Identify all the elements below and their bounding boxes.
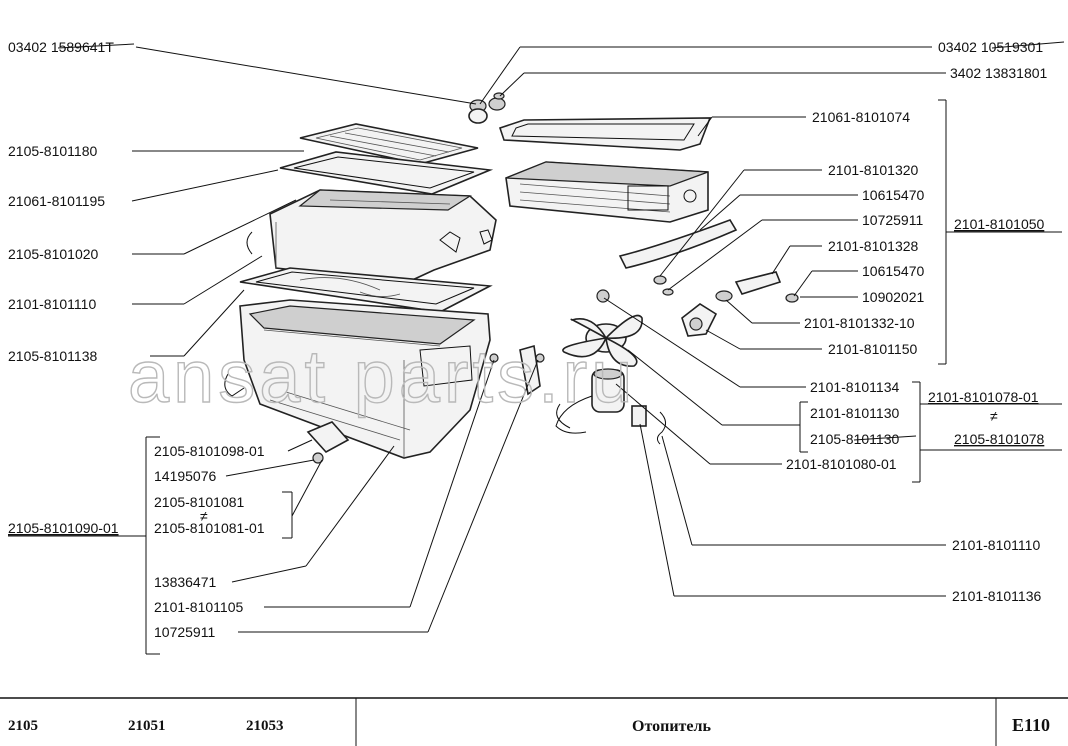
middle-frame (239, 267, 493, 313)
watermark: ansat parts.ru (128, 335, 636, 418)
label-2101-8101332-10: 2101-8101332-10 (804, 315, 915, 331)
label-2101-8101078-01: 2101-8101078-01 (928, 389, 1039, 405)
bracket (519, 344, 545, 396)
label-10725911-bottom: 10725911 (154, 624, 215, 640)
footer-bar: 2105 21051 21053 Отопитель E110 (0, 697, 1068, 746)
plug-parts (468, 92, 506, 124)
label-14195076: 14195076 (154, 468, 217, 484)
label-21061-8101195: 21061-8101195 (8, 193, 105, 209)
leader-lines (8, 46, 1062, 655)
label-2105-8101098-01: 2105-8101098-01 (154, 443, 265, 459)
upper-cover (299, 123, 479, 165)
footer-model-21053: 21053 (246, 718, 284, 734)
label-2101-8101320: 2101-8101320 (828, 162, 919, 178)
label-2101-8101328: 2101-8101328 (828, 238, 919, 254)
footer-code: E110 (1012, 715, 1050, 735)
label-10725911-right: 10725911 (862, 212, 923, 228)
label-10615470-a: 10615470 (862, 187, 925, 203)
label-2101-8101080-01: 2101-8101080-01 (786, 456, 897, 472)
part-labels: 03402 1589641T 2105-8101180 21061-810119… (8, 39, 1065, 640)
label-2101-8101110-right: 2101-8101110 (952, 537, 1040, 553)
label-2101-8101050: 2101-8101050 (954, 216, 1045, 232)
neq-symbol-right: ≠ (990, 408, 998, 424)
fan-motor (555, 368, 625, 434)
label-2105-8101081-01: 2105-8101081-01 (154, 520, 265, 536)
label-2105-8101020: 2105-8101020 (8, 246, 99, 262)
label-03402-1589641: 03402 1589641T (8, 39, 114, 55)
label-2105-8101081: 2105-8101081 (154, 494, 245, 510)
parts-drawing (224, 92, 799, 464)
upper-housing (246, 189, 497, 283)
label-03402-10519301: 03402 10519301 (938, 39, 1043, 55)
resistor (631, 405, 666, 445)
label-10615470-b: 10615470 (862, 263, 925, 279)
label-10902021: 10902021 (862, 289, 925, 305)
label-2101-8101150: 2101-8101150 (828, 341, 917, 357)
footer-title: Отопитель (632, 718, 711, 735)
label-2101-8101130: 2101-8101130 (810, 405, 899, 421)
label-2101-8101105: 2101-8101105 (154, 599, 243, 615)
footer-model-21051: 21051 (128, 718, 166, 734)
valve-parts (306, 353, 499, 464)
label-2101-8101136: 2101-8101136 (952, 588, 1041, 604)
label-2105-8101138: 2105-8101138 (8, 348, 97, 364)
lower-housing (224, 299, 491, 459)
heater-tap (681, 303, 718, 337)
gasket (279, 151, 494, 195)
label-21061-8101074: 21061-8101074 (812, 109, 910, 125)
radiator-frame (498, 117, 712, 151)
pipes (618, 219, 799, 303)
label-3402-13831801: 3402 13831801 (950, 65, 1048, 81)
heater-radiator (505, 161, 709, 223)
label-2105-8101180: 2105-8101180 (8, 143, 97, 159)
fan-impeller (562, 289, 643, 367)
label-2105-8101078: 2105-8101078 (954, 431, 1045, 447)
label-2101-8101110-left: 2101-8101110 (8, 296, 96, 312)
label-13836471: 13836471 (154, 574, 217, 590)
footer-model-2105: 2105 (8, 718, 38, 734)
label-2101-8101134: 2101-8101134 (810, 379, 899, 395)
label-2105-8101090-01: 2105-8101090-01 (8, 520, 119, 536)
neq-symbol-left: ≠ (200, 508, 208, 524)
label-2105-8101130: 2105-8101130 (810, 431, 899, 447)
